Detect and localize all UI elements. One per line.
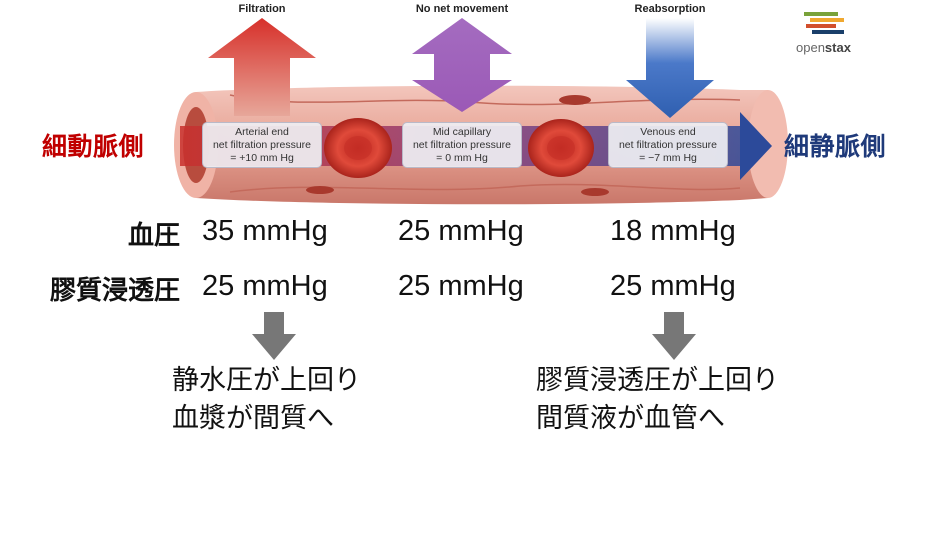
red-blood-cell: [528, 119, 594, 177]
box-subtitle: net filtration pressure: [212, 139, 312, 151]
capillary-illustration: [174, 12, 844, 205]
red-blood-cell: [324, 118, 392, 178]
note-line: 間質液が血管へ: [536, 403, 725, 434]
venous-end-box: Venous end net filtration pressure = −7 …: [608, 122, 728, 168]
box-title: Venous end: [640, 126, 696, 138]
oncotic-pressure-label: 膠質浸透圧: [49, 276, 180, 306]
down-arrow-icon: [652, 312, 696, 360]
box-title: Arterial end: [235, 126, 289, 138]
no-net-movement-title: No net movement: [415, 3, 509, 15]
filtration-arrow: [208, 18, 316, 116]
reabsorption-arrow: [626, 18, 714, 118]
filtration-note: 静水圧が上回り 血漿が間質へ: [172, 362, 361, 438]
box-title: Mid capillary: [432, 126, 492, 138]
box-subtitle: net filtration pressure: [618, 139, 718, 151]
blood-pressure-arterial: 35 mmHg: [202, 215, 328, 247]
reabsorption-title: Reabsorption: [634, 3, 706, 15]
blood-pressure-mid: 25 mmHg: [398, 215, 524, 247]
no-net-movement-arrow: [412, 18, 512, 112]
reabsorption-note: 膠質浸透圧が上回り 間質液が血管へ: [536, 362, 779, 438]
openstax-logo-mark: [804, 12, 844, 34]
filtration-title: Filtration: [238, 3, 286, 15]
blood-pressure-label: 血圧: [127, 221, 180, 251]
note-line: 血漿が間質へ: [172, 403, 334, 434]
oncotic-pressure-mid: 25 mmHg: [398, 270, 524, 302]
blood-pressure-venous: 18 mmHg: [610, 215, 736, 247]
box-value: = +10 mm Hg: [230, 152, 294, 164]
mid-capillary-box: Mid capillary net filtration pressure = …: [402, 122, 522, 168]
box-value: = 0 mm Hg: [436, 152, 488, 164]
arteriole-side-label: 細動脈側: [42, 132, 145, 161]
note-line: 静水圧が上回り: [172, 365, 361, 396]
arterial-end-box: Arterial end net filtration pressure = +…: [202, 122, 322, 168]
oncotic-pressure-venous: 25 mmHg: [610, 270, 736, 302]
down-arrow-icon: [252, 312, 296, 360]
note-line: 膠質浸透圧が上回り: [536, 365, 779, 396]
venule-side-label: 細静脈側: [784, 132, 887, 161]
box-subtitle: net filtration pressure: [412, 139, 512, 151]
box-value: = −7 mm Hg: [639, 152, 697, 164]
openstax-logo-text: openstax: [796, 40, 851, 55]
oncotic-pressure-arterial: 25 mmHg: [202, 270, 328, 302]
